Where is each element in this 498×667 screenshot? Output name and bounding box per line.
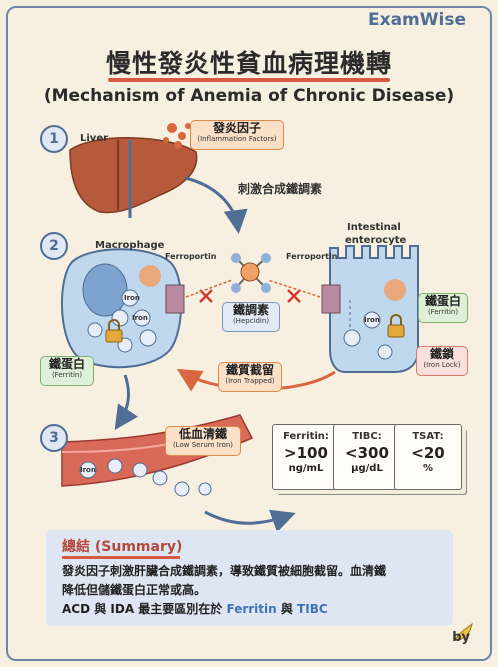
ferritin-left-tag: 鐵蛋白 (Ferritin) <box>40 356 94 386</box>
summary-panel <box>46 530 453 626</box>
stimulate-arrow <box>184 176 248 234</box>
summary-line-2: 降低但儲鐵蛋白正常或高。 <box>62 583 207 597</box>
summary-line-3: ACD 與 IDA 最主要區別在於 Ferritin 與 TIBC <box>62 600 450 619</box>
hepcidin-molecule-icon <box>231 253 271 293</box>
ferroportin-right-icon <box>321 284 341 314</box>
hepcidin-en: (Hepcidin) <box>232 317 270 325</box>
iron-trapped-tag: 鐵質截留 (Iron Trapped) <box>218 362 282 392</box>
hepcidin-tag: 鐵調素 (Hepcidin) <box>222 302 280 332</box>
lab-card-unit: µg/dL <box>351 463 383 474</box>
low-serum-iron-zh: 低血清鐵 <box>178 427 227 441</box>
inflammation-particles-icon <box>163 123 191 149</box>
iron-trapped-en: (Iron Trapped) <box>225 377 275 385</box>
summary-tibc-highlight: TIBC <box>297 602 328 616</box>
step-3-badge: 3 <box>40 424 68 452</box>
intestinal-label: Intestinal <box>347 222 401 233</box>
ferritin-right-en: (Ferritin) <box>427 308 459 316</box>
lab-card-unit: % <box>422 463 434 474</box>
summary-title: 總結 (Summary) <box>62 539 183 555</box>
ferritin-left-zh: 鐵蛋白 <box>48 357 85 371</box>
ferroportin-left-icon <box>165 284 185 314</box>
step-2-badge: 2 <box>40 232 68 260</box>
lab-card-ferritin: Ferritin: >100 ng/mL <box>272 424 340 490</box>
iron-lock-en: (Iron Lock) <box>423 361 461 369</box>
summary-ferritin-highlight: Ferritin <box>226 602 277 616</box>
iron-particles-enterocyte <box>343 311 393 360</box>
low-serum-iron-en: (Low Serum Iron) <box>172 441 234 449</box>
lab-card-tibc: TIBC: <300 µg/dL <box>333 424 401 490</box>
lab-card-tsat: TSAT: <20 % <box>394 424 462 490</box>
lab-card-value: >100 <box>284 444 328 462</box>
inflammation-factors-tag: 發炎因子 (Inflammation Factors) <box>190 120 284 150</box>
brand-logo: ExamWise <box>362 10 472 30</box>
summary-arrow <box>204 509 296 533</box>
liver-label: Liver <box>80 133 109 144</box>
block-cross-right-icon <box>287 289 301 303</box>
stimulate-label: 刺激合成鐵調素 <box>238 182 323 196</box>
block-cross-left-icon <box>199 289 213 303</box>
title-underline <box>108 78 390 82</box>
summary-line-3-prefix: ACD 與 IDA 最主要區別在於 <box>62 602 227 616</box>
lock-left-icon <box>105 319 123 343</box>
step-1-badge: 1 <box>40 125 68 153</box>
lab-card-name: TIBC: <box>352 431 382 442</box>
summary-underline <box>62 556 180 559</box>
down-arrow <box>114 374 138 430</box>
hepcidin-zh: 鐵調素 <box>232 303 269 317</box>
low-serum-iron-tag: 低血清鐵 (Low Serum Iron) <box>165 426 241 456</box>
iron-label: Iron <box>80 466 96 474</box>
iron-lock-tag: 鐵鎖 (Iron Lock) <box>416 346 468 376</box>
inflammation-factors-zh: 發炎因子 <box>212 121 261 135</box>
iron-trapped-zh: 鐵質截留 <box>225 363 274 377</box>
ferritin-left-en: (Ferritin) <box>51 371 83 379</box>
lock-right-icon <box>387 314 405 338</box>
lab-card-name: TSAT: <box>412 431 444 442</box>
iron-label: Iron <box>124 294 140 302</box>
ferritin-right-zh: 鐵蛋白 <box>424 294 461 308</box>
lab-card-name: Ferritin: <box>283 431 329 442</box>
page-subtitle: (Mechanism of Anemia of Chronic Disease) <box>43 86 455 106</box>
summary-text: 發炎因子刺激肝臟合成鐵調素，導致鐵質被細胞截留。血清鐵 降低但儲鐵蛋白正常或高。… <box>62 562 450 619</box>
ferritin-right-tag: 鐵蛋白 (Ferritin) <box>418 293 468 323</box>
liver-illustration <box>69 137 198 218</box>
macrophage-label: Macrophage <box>95 240 165 251</box>
lab-card-value: <300 <box>345 444 389 462</box>
summary-line-1: 發炎因子刺激肝臟合成鐵調素，導致鐵質被細胞截留。血清鐵 <box>62 564 387 578</box>
iron-label: Iron <box>132 314 148 322</box>
ferroportin-right-label: Ferroportin <box>286 252 338 261</box>
lab-card-value: <20 <box>411 444 445 462</box>
enterocyte-cell <box>329 245 419 373</box>
page-frame <box>6 6 492 661</box>
ferroportin-left-label: Ferroportin <box>165 252 217 261</box>
lab-card-unit: ng/mL <box>288 463 324 474</box>
iron-label: Iron <box>364 316 380 324</box>
enterocyte-label: enterocyte <box>345 235 407 246</box>
page-title: 慢性發炎性貧血病理機轉 <box>105 49 392 78</box>
iron-lock-zh: 鐵鎖 <box>429 347 454 361</box>
summary-line-3-and: 與 <box>276 602 298 616</box>
inflammation-factors-en: (Inflammation Factors) <box>197 135 277 143</box>
iron-particles-macrophage <box>87 289 157 353</box>
banana-icon <box>455 622 473 641</box>
byline: by <box>452 630 470 645</box>
